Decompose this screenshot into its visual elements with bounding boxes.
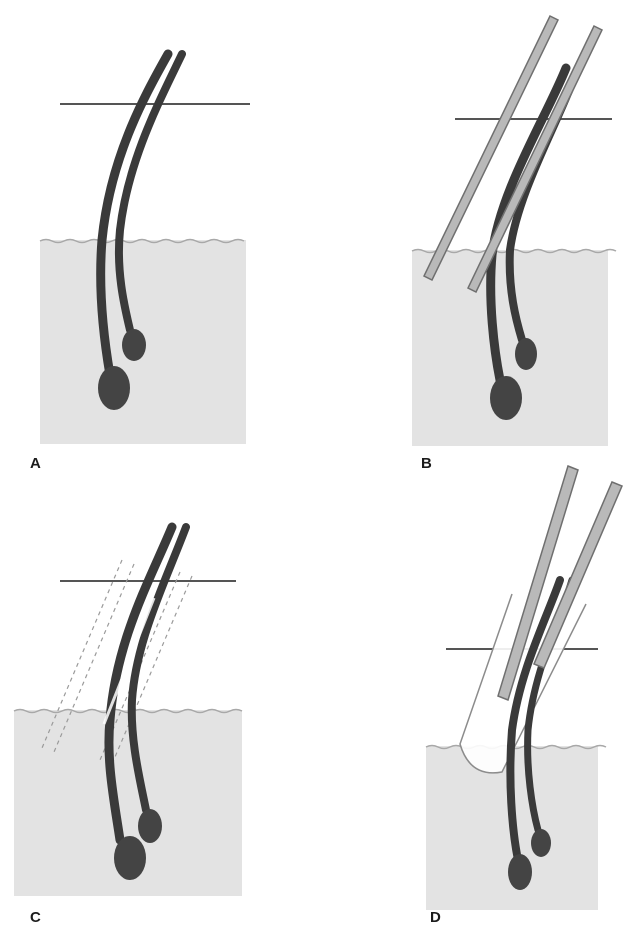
panel-label-d: D [430, 910, 441, 925]
panel-b [412, 16, 616, 446]
hair-bulb-a2 [122, 329, 146, 361]
forceps-arm-d-right [534, 482, 622, 668]
hair-bulb-a1 [98, 366, 130, 410]
hair-bulb-d1 [508, 854, 532, 890]
panel-label-a: A [30, 456, 41, 471]
hair-bulb-c1 [114, 836, 146, 880]
panel-label-b: B [421, 456, 432, 471]
panel-a [40, 54, 250, 444]
hair-bulb-b2 [515, 338, 537, 370]
panel-c [14, 527, 242, 896]
panel-label-c: C [30, 910, 41, 925]
hair-bulb-b1 [490, 376, 522, 420]
hair-bulb-c2 [138, 809, 162, 843]
panel-d [426, 466, 622, 910]
hair-bulb-d2 [531, 829, 551, 857]
